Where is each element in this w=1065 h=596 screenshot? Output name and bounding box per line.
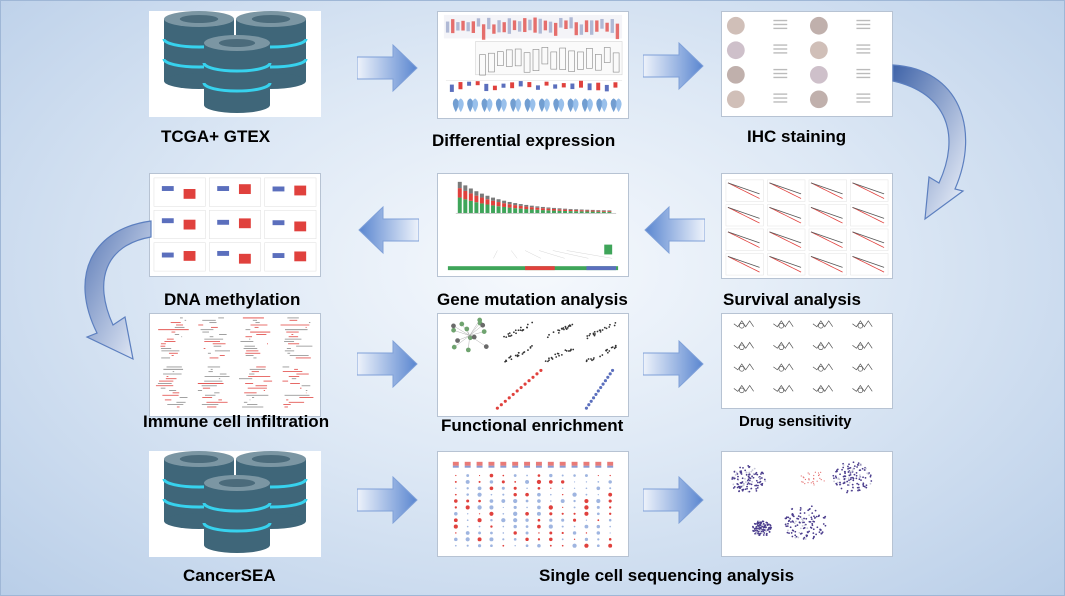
immune-infiltration-figure xyxy=(149,313,321,417)
arrow-right-icon xyxy=(643,475,704,525)
differential-expression-label: Differential expression xyxy=(432,131,616,150)
database-stack-icon xyxy=(149,451,321,557)
arrow-right-icon xyxy=(643,339,704,389)
drug-sensitivity-label: Drug sensitivity xyxy=(739,413,852,430)
tsne-plot-figure xyxy=(721,451,893,557)
database-stack-icon xyxy=(149,11,321,117)
arrow-left-icon xyxy=(358,205,419,255)
arrow-right-icon xyxy=(643,41,704,91)
curved-arrow-right-side-icon xyxy=(892,64,967,221)
arrow-right-icon xyxy=(357,339,418,389)
survival-analysis-label: Survival analysis xyxy=(723,290,861,309)
differential-expression-figure xyxy=(437,11,629,119)
functional-enrichment-figure xyxy=(437,313,629,417)
gene-mutation-figure xyxy=(437,173,629,277)
immune-infiltration-label: Immune cell infiltration xyxy=(143,412,330,431)
dna-methylation-label: DNA methylation xyxy=(164,290,301,309)
cancersea-label: CancerSEA xyxy=(183,566,276,585)
dna-methylation-figure xyxy=(149,173,321,277)
tcga-gtex-database-icon xyxy=(149,11,321,117)
single-cell-label: Single cell sequencing analysis xyxy=(539,566,795,585)
arrow-right-icon xyxy=(357,475,418,525)
ihc-staining-label: IHC staining xyxy=(747,127,847,146)
functional-enrichment-label: Functional enrichment xyxy=(441,416,624,435)
ihc-staining-figure xyxy=(721,11,893,117)
drug-sensitivity-figure xyxy=(721,313,893,409)
survival-analysis-figure xyxy=(721,173,893,279)
cancersea-database-icon xyxy=(149,451,321,557)
curved-arrow-left-side-icon xyxy=(84,220,152,361)
tcga-gtex-label: TCGA+ GTEX xyxy=(161,127,271,146)
single-cell-figure xyxy=(437,451,629,557)
arrow-right-icon xyxy=(357,43,418,93)
gene-mutation-label: Gene mutation analysis xyxy=(437,290,628,309)
arrow-left-icon xyxy=(644,205,705,255)
